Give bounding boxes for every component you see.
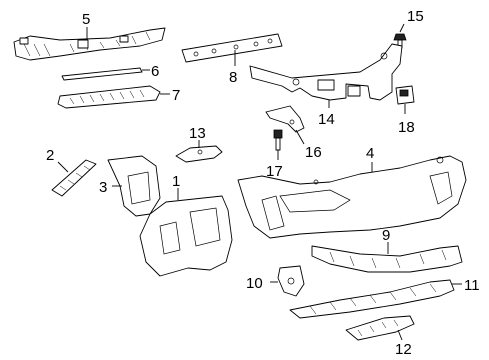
callout-10[interactable]: 10 <box>246 275 263 292</box>
callout-5[interactable]: 5 <box>82 11 90 28</box>
part-16-bracket[interactable] <box>265 105 305 133</box>
callout-8[interactable]: 8 <box>229 69 237 86</box>
leader-16 <box>295 129 305 145</box>
part-8-reinforcement[interactable] <box>181 33 283 63</box>
part-12-skid-plate[interactable] <box>345 315 415 341</box>
leader-15 <box>399 23 405 33</box>
callout-2[interactable]: 2 <box>46 147 54 164</box>
callout-18[interactable]: 18 <box>398 119 415 136</box>
leader-2 <box>57 161 69 173</box>
callout-3[interactable]: 3 <box>99 179 107 196</box>
callout-14[interactable]: 14 <box>318 111 335 128</box>
part-6-strip[interactable] <box>61 67 143 81</box>
callout-7[interactable]: 7 <box>172 87 180 104</box>
part-11-lower-trim[interactable] <box>289 279 455 319</box>
callout-16[interactable]: 16 <box>305 144 322 161</box>
part-3-corner-bracket[interactable] <box>107 155 161 217</box>
part-17-clip[interactable] <box>273 129 283 151</box>
part-18-connector[interactable] <box>395 85 415 105</box>
callout-17[interactable]: 17 <box>266 163 283 180</box>
part-7-step-pad[interactable] <box>57 85 161 109</box>
callout-4[interactable]: 4 <box>366 145 374 162</box>
callout-12[interactable]: 12 <box>395 341 412 358</box>
callout-11[interactable]: 11 <box>464 277 480 294</box>
part-13-corner-bracket[interactable] <box>175 145 223 163</box>
part-4-bumper-cover[interactable] <box>237 155 467 239</box>
part-15-bolt[interactable] <box>393 33 407 49</box>
callout-13[interactable]: 13 <box>189 125 206 142</box>
callout-1[interactable]: 1 <box>172 173 180 190</box>
callout-6[interactable]: 6 <box>151 63 159 80</box>
callout-15[interactable]: 15 <box>407 8 424 25</box>
part-2-side-strip[interactable] <box>51 159 97 197</box>
part-14-trailer-hitch[interactable] <box>249 43 403 101</box>
part-5-upper-absorber[interactable] <box>13 27 166 61</box>
part-10-bracket[interactable] <box>277 265 305 297</box>
part-1-side-support[interactable] <box>139 195 233 277</box>
callout-9[interactable]: 9 <box>382 227 390 244</box>
leader-12 <box>397 329 403 341</box>
part-9-lower-reinforcement[interactable] <box>311 245 463 273</box>
